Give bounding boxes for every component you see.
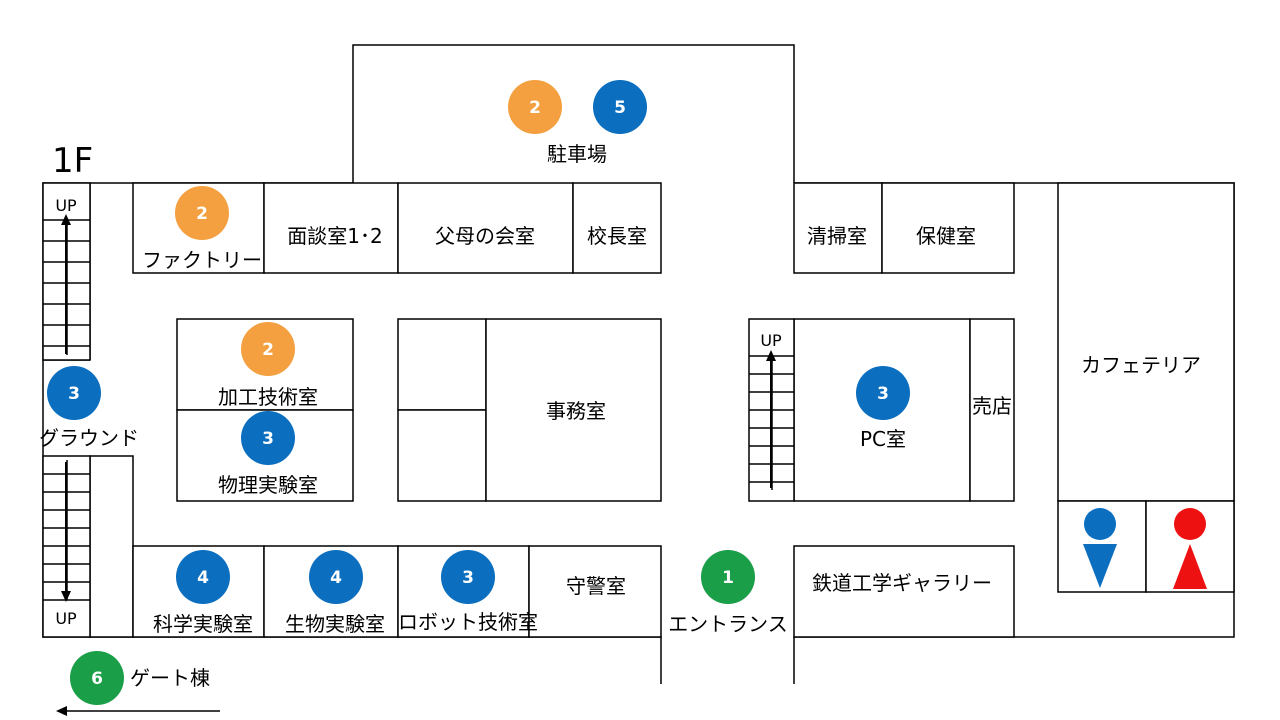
room-railway: [793, 545, 1015, 638]
svg-text:1: 1: [722, 568, 734, 588]
room-cafeteria: [1057, 182, 1235, 502]
room-cleaning: [793, 182, 883, 274]
room-office: [485, 318, 662, 502]
female-restroom-icon: [1173, 508, 1207, 589]
badge-gate: 6: [70, 651, 124, 705]
badge-ground: 3: [47, 366, 101, 420]
svg-text:5: 5: [614, 98, 626, 118]
svg-text:4: 4: [330, 568, 342, 588]
badge-factory: 2: [175, 186, 229, 240]
label-office: 事務室: [546, 399, 606, 423]
room-guard: [528, 545, 662, 638]
label-railway: 鉄道工学ギャラリー: [812, 571, 992, 595]
label-factory: ファクトリー: [142, 248, 262, 272]
badge-parking-orange: 2: [508, 80, 562, 134]
svg-text:2: 2: [262, 340, 274, 360]
label-cleaning: 清掃室: [807, 224, 867, 248]
badge-science: 4: [176, 550, 230, 604]
label-health: 保健室: [916, 224, 976, 248]
svg-text:2: 2: [196, 204, 208, 224]
svg-text:3: 3: [68, 384, 80, 404]
room-health: [881, 182, 1015, 274]
room-shop: [969, 318, 1015, 502]
label-guard: 守警室: [566, 574, 626, 598]
corridor-closet: [89, 455, 134, 638]
room-interview: [263, 182, 399, 274]
room-office-sub-1: [397, 318, 487, 411]
room-office-sub-2: [397, 409, 487, 502]
label-gate: ゲート棟: [130, 666, 210, 690]
badge-processing: 2: [241, 322, 295, 376]
label-robot: ロボット技術室: [398, 610, 538, 634]
badge-biology: 4: [309, 550, 363, 604]
badge-parking-blue: 5: [593, 80, 647, 134]
label-parking: 駐車場: [547, 142, 607, 166]
label-processing: 加工技術室: [218, 385, 318, 409]
label-entrance: エントランス: [668, 612, 788, 636]
stairs-up-label: UP: [55, 609, 77, 628]
arrow-left-icon: [56, 706, 220, 716]
label-biology: 生物実験室: [285, 612, 385, 636]
stairs-center: UP: [748, 318, 795, 502]
svg-text:3: 3: [877, 384, 889, 404]
label-ground: グラウンド: [39, 426, 139, 450]
stairs-left-top: UP: [42, 182, 91, 361]
label-shop: 売店: [972, 394, 1012, 418]
badge-entrance: 1: [701, 550, 755, 604]
svg-text:6: 6: [91, 669, 103, 689]
svg-text:3: 3: [262, 429, 274, 449]
label-interview: 面談室1･2: [287, 224, 382, 248]
stairs-left-bottom: UP: [42, 455, 91, 638]
label-science: 科学実験室: [153, 612, 253, 636]
room-principal: [572, 182, 662, 274]
badge-physics: 3: [241, 411, 295, 465]
svg-text:4: 4: [197, 568, 209, 588]
svg-text:3: 3: [462, 568, 474, 588]
badge-robot: 3: [441, 550, 495, 604]
svg-text:2: 2: [529, 98, 541, 118]
stairs-up-label: UP: [760, 331, 782, 350]
room-parents: [397, 182, 574, 274]
male-restroom-icon: [1083, 508, 1117, 588]
label-physics: 物理実験室: [218, 473, 318, 497]
stairs-up-label: UP: [55, 196, 77, 215]
label-parents: 父母の会室: [435, 224, 535, 248]
label-pc: PC室: [860, 427, 906, 451]
label-cafeteria: カフェテリア: [1081, 353, 1201, 377]
badge-pc: 3: [856, 366, 910, 420]
floor-title: 1F: [52, 141, 93, 181]
label-principal: 校長室: [587, 224, 647, 248]
